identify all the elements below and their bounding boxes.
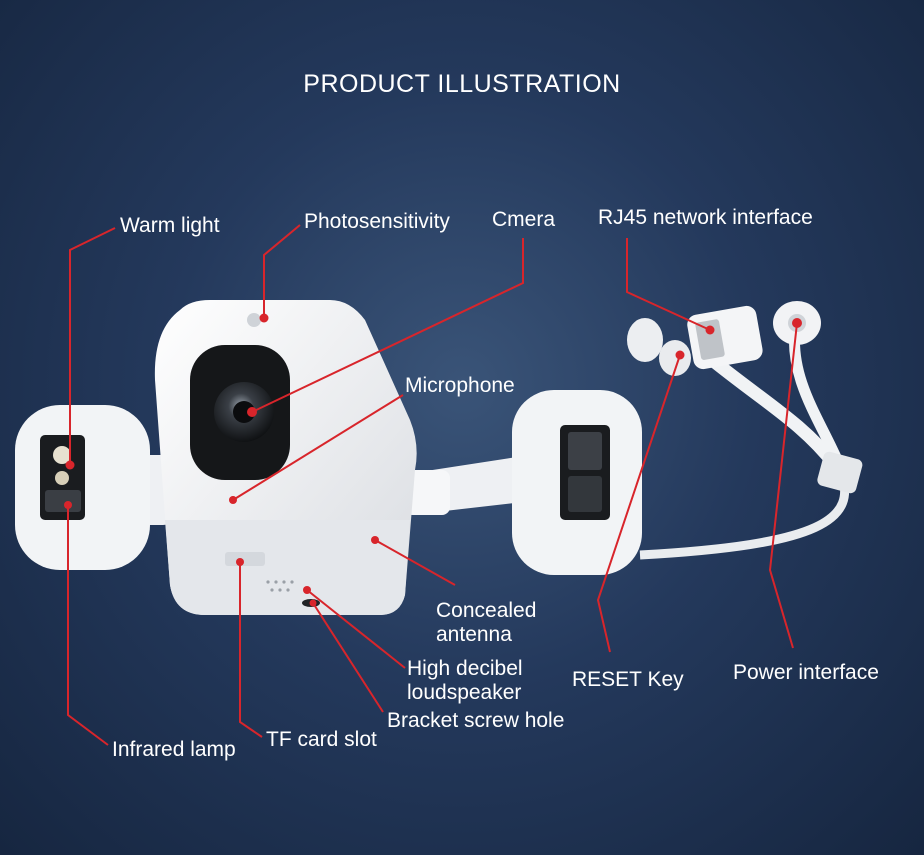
leader-rj45: [626, 238, 711, 331]
leader-tf-slot: [239, 562, 263, 738]
leader-reset: [596, 354, 681, 653]
label-rj45-network-interface: RJ45 network interface: [598, 206, 813, 229]
leader-speaker: [306, 589, 406, 669]
leader-microphone: [232, 394, 404, 501]
speaker-grille: [266, 580, 294, 592]
label-camera: Cmera: [492, 208, 556, 231]
label-high-decibel-loudspeaker: High decibel loudspeaker: [407, 657, 523, 705]
leader-infrared: [67, 505, 109, 746]
leader-bracket-hole: [312, 602, 384, 713]
label-power-interface: Power interface: [733, 661, 879, 684]
leader-camera: [251, 238, 524, 413]
leader-power: [768, 322, 798, 649]
page-title: PRODUCT ILLUSTRATION: [303, 70, 621, 98]
leader-photosensitivity: [263, 224, 301, 318]
leader-antenna: [374, 539, 456, 586]
label-reset-key: RESET Key: [572, 668, 684, 691]
rj45-connector: [627, 305, 763, 376]
label-infrared-lamp: Infrared lamp: [112, 738, 236, 761]
label-photosensitivity: Photosensitivity: [304, 210, 450, 233]
label-warm-light: Warm light: [120, 214, 220, 237]
label-antenna-line2: antenna: [436, 623, 512, 646]
label-bracket-screw-hole: Bracket screw hole: [387, 709, 565, 732]
right-lamp-module: [512, 390, 642, 575]
right-arm: [400, 455, 540, 515]
label-speaker-line2: loudspeaker: [407, 681, 522, 704]
leader-warm-light: [69, 227, 116, 465]
label-microphone: Microphone: [405, 374, 515, 397]
label-tf-card-slot: TF card slot: [266, 728, 377, 751]
leader-dots: [64, 313, 802, 607]
label-antenna-line1: Concealed: [436, 599, 537, 622]
left-lamp-module: [15, 405, 150, 570]
leader-lines: [67, 224, 798, 746]
label-speaker-line1: High decibel: [407, 657, 523, 680]
camera-body: [154, 300, 417, 615]
label-concealed-antenna: Concealed antenna: [436, 599, 536, 647]
